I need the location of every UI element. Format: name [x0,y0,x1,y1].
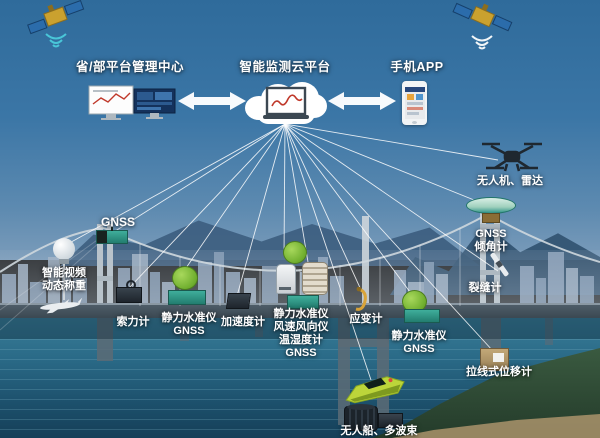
building [62,272,71,312]
smartphone-icon [402,81,427,125]
leveling-device [404,309,440,323]
video-weighing-label: 智能视频 动态称重 [42,267,86,292]
building [566,268,578,312]
leveling-device [168,290,206,305]
equipment-box [287,295,319,309]
multibeam-sonar-icon [344,404,378,431]
accelerometer-label: 加速度计 [221,316,265,328]
drone-radar-label: 无人机、雷达 [477,175,543,187]
gnss-antenna-disc [172,266,198,290]
sonar-control-box [378,413,403,428]
crack-meter-label: 裂缝计 [468,282,502,294]
unmanned-boat-icon [345,376,405,404]
bridge-pier-beam [338,338,389,347]
cloud-platform-title: 智能监测云平台 [239,60,331,74]
building [536,278,546,312]
cable-force-sensor [116,280,142,306]
leveling-gnss-right-label: 静力水准仪 GNSS [391,330,447,355]
strain-gauge-label: 应变计 [349,313,383,325]
building [18,264,28,312]
building [150,272,160,312]
building [548,252,564,312]
bridge-tower-beam [480,270,500,275]
accelerometer-device [225,293,252,309]
satellite-icon [452,2,513,50]
strain-gauge-icon [355,287,367,311]
airplane [40,297,83,314]
cable-force-label: 索力计 [116,316,150,328]
bridge-pier [545,317,553,345]
cloud-laptop-icon [243,78,329,128]
leveling-gnss-left-label: 静力水准仪 GNSS [161,312,217,337]
gnss-receiver [96,227,128,244]
wind-sensor-device [276,264,296,294]
building [520,266,534,312]
dual-monitor-icon [88,84,176,120]
gnss-tilt-label: GNSS 倾角计 [474,228,508,253]
gnss-tilt-device [466,197,516,223]
gnss-antenna-disc [283,241,307,264]
bridge-pier [255,317,263,337]
bridge-pier [97,317,113,361]
dome-camera-icon [52,238,76,300]
building [2,274,16,312]
temp-humidity-louver-device [302,262,328,295]
bridge-pier [180,317,189,341]
mid-cluster-label: 静力水准仪 风速风向仪 温湿度计 GNSS [273,308,329,359]
mobile-app-title: 手机APP [390,60,444,74]
usv-multibeam-label: 无人船、多波束 [340,425,418,437]
displacement-label: 拉线式位移计 [466,366,532,378]
satellite-icon [27,0,85,48]
bridge-tower-beam [97,276,113,281]
displacement-sensor-device [480,348,509,371]
gnss-left-label: GNSS [100,215,136,229]
management-center-title: 省/部平台管理中心 [76,60,184,74]
drone-icon [482,142,542,172]
